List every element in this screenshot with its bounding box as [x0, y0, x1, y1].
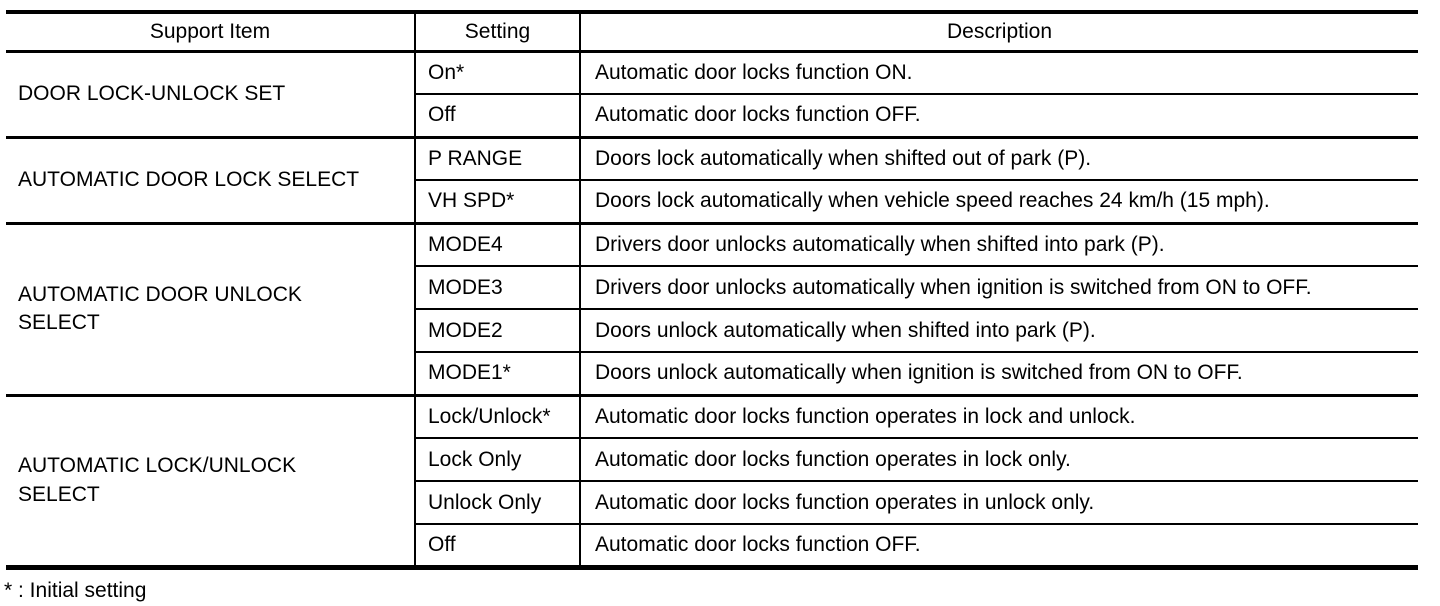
setting-cell: MODE1*: [415, 351, 581, 395]
description-cell: Doors unlock automatically when ignition…: [580, 351, 1418, 395]
description-cell: Doors unlock automatically when shifted …: [580, 308, 1418, 352]
description-cell: Automatic door locks function operates i…: [580, 437, 1418, 481]
table-row: Lock Only Automatic door locks function …: [6, 437, 1418, 481]
table-row: Off Automatic door locks function OFF.: [6, 523, 1418, 567]
setting-cell: MODE2: [415, 308, 581, 352]
setting-cell: Lock/Unlock*: [415, 393, 581, 438]
support-item-cell: AUTOMATIC DOOR UNLOCK SELECT: [6, 221, 416, 395]
setting-cell: MODE3: [415, 265, 581, 309]
setting-cell: P RANGE: [415, 135, 581, 180]
table-row: AUTOMATIC LOCK/UNLOCK SELECT Lock/Unlock…: [6, 393, 1418, 567]
setting-cell: VH SPD*: [415, 179, 581, 223]
support-item-cell: DOOR LOCK-UNLOCK SET: [6, 49, 416, 137]
table-header-row: Support Item Setting Description: [6, 12, 1418, 53]
support-settings-table: Support Item Setting Description DOOR LO…: [6, 10, 1418, 570]
setting-cell: Lock Only: [415, 437, 581, 481]
description-cell: Doors lock automatically when vehicle sp…: [580, 179, 1418, 223]
description-cell: Automatic door locks function ON.: [580, 49, 1418, 94]
description-cell: Drivers door unlocks automatically when …: [580, 265, 1418, 309]
table-row: AUTOMATIC DOOR UNLOCK SELECT MODE4 Drive…: [6, 221, 1418, 395]
table-row: Off Automatic door locks function OFF.: [6, 93, 1418, 137]
setting-cell: On*: [415, 49, 581, 94]
support-item-label: AUTOMATIC LOCK/UNLOCK SELECT: [18, 454, 297, 506]
column-header-description: Description: [580, 12, 1418, 53]
support-item-cell: AUTOMATIC LOCK/UNLOCK SELECT: [6, 393, 416, 567]
table-row: MODE2 Doors unlock automatically when sh…: [6, 308, 1418, 352]
setting-cell: Off: [415, 523, 581, 567]
initial-setting-footnote: * : Initial setting: [4, 579, 147, 602]
description-cell: Doors lock automatically when shifted ou…: [580, 135, 1418, 180]
description-cell: Automatic door locks function operates i…: [580, 393, 1418, 438]
table-row: Unlock Only Automatic door locks functio…: [6, 480, 1418, 524]
description-cell: Automatic door locks function operates i…: [580, 480, 1418, 524]
column-header-support-item: Support Item: [6, 12, 416, 53]
description-cell: Automatic door locks function OFF.: [580, 93, 1418, 137]
setting-cell: Unlock Only: [415, 480, 581, 524]
support-item-label: AUTOMATIC DOOR LOCK SELECT: [18, 167, 360, 191]
support-item-cell: AUTOMATIC DOOR LOCK SELECT: [6, 135, 416, 223]
table-row: DOOR LOCK-UNLOCK SET On* Automatic door …: [6, 49, 1418, 137]
support-item-label: AUTOMATIC DOOR UNLOCK SELECT: [18, 282, 302, 334]
support-item-label: DOOR LOCK-UNLOCK SET: [18, 81, 286, 105]
table-row: MODE3 Drivers door unlocks automatically…: [6, 265, 1418, 309]
setting-cell: MODE4: [415, 221, 581, 266]
setting-cell: Off: [415, 93, 581, 137]
table-row: VH SPD* Doors lock automatically when ve…: [6, 179, 1418, 223]
description-cell: Drivers door unlocks automatically when …: [580, 221, 1418, 266]
column-header-setting: Setting: [415, 12, 581, 53]
table-row: AUTOMATIC DOOR LOCK SELECT P RANGE Doors…: [6, 135, 1418, 223]
description-cell: Automatic door locks function OFF.: [580, 523, 1418, 567]
table-row: MODE1* Doors unlock automatically when i…: [6, 351, 1418, 395]
